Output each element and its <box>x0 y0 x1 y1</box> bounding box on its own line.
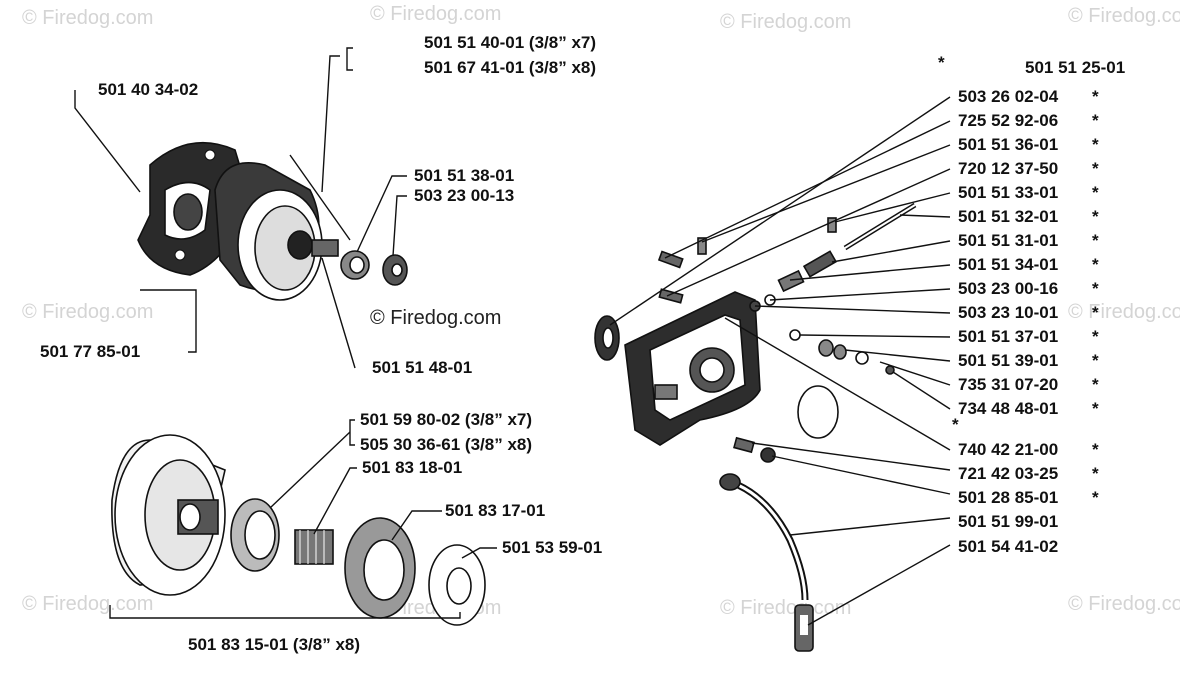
label-rim: 501 83 17-01 <box>445 501 545 520</box>
label-rim-sprocket-x8: 505 30 36-61 (3/8” x8) <box>360 435 532 454</box>
watermark: © Firedog.com <box>22 7 153 29</box>
label-rim-sprocket-x7: 501 59 80-02 (3/8” x7) <box>360 410 532 429</box>
pump-header-star: * <box>938 53 945 72</box>
pump-part-label: 501 51 33-01 <box>958 183 1058 202</box>
label-drum-complete: 501 83 15-01 (3/8” x8) <box>188 635 360 654</box>
label-washer: 503 23 00-13 <box>414 186 514 205</box>
pump-part-star: * <box>1092 255 1099 274</box>
pump-part-star: * <box>1092 111 1099 130</box>
oil-pump-illustration <box>594 202 917 652</box>
pump-part-label: 503 23 00-16 <box>958 279 1058 298</box>
pump-part-label: 740 42 21-00 <box>958 440 1058 459</box>
pump-part-star: * <box>1092 464 1099 483</box>
label-pump-complete: 501 51 25-01 <box>1025 58 1125 77</box>
label-clutch-cover: 501 51 48-01 <box>372 358 472 377</box>
label-drum-washer: 501 53 59-01 <box>502 538 602 557</box>
watermark: © Firedog.com <box>1068 593 1180 615</box>
pump-part-label: 735 31 07-20 <box>958 375 1058 394</box>
pump-part-label: 501 54 41-02 <box>958 537 1058 556</box>
pump-part-label: 725 52 92-06 <box>958 111 1058 130</box>
pump-part-label: 503 26 02-04 <box>958 87 1059 106</box>
label-clutch-drum-x8: 501 67 41-01 (3/8” x8) <box>424 58 596 77</box>
label-needle-bearing-drum: 501 83 18-01 <box>362 458 462 477</box>
pump-part-star: * <box>1092 375 1099 394</box>
watermark: © Firedog.com <box>720 11 851 33</box>
pump-part-label: 501 51 39-01 <box>958 351 1058 370</box>
pump-part-star: * <box>1092 303 1099 322</box>
watermark: © Firedog.com <box>1068 5 1180 27</box>
pump-part-label: 501 51 37-01 <box>958 327 1058 346</box>
pump-part-star: * <box>1092 87 1099 106</box>
drum-leader-lines <box>109 419 497 619</box>
pump-part-star: * <box>1092 351 1099 370</box>
pump-part-star: * <box>1092 207 1099 226</box>
label-clutch-shoe: 501 40 34-02 <box>98 80 198 99</box>
pump-part-label: 501 51 32-01 <box>958 207 1058 226</box>
pump-part-star: * <box>1092 183 1099 202</box>
clutch-assembly-illustration <box>137 142 408 301</box>
pump-part-star: * <box>1092 159 1099 178</box>
copyright-notice: © Firedog.com <box>370 307 501 329</box>
pump-leader-lines <box>609 96 951 626</box>
pump-part-label: 721 42 03-25 <box>958 464 1058 483</box>
pump-part-label: 720 12 37-50 <box>958 159 1058 178</box>
pump-part-label: 503 23 10-01 <box>958 303 1058 322</box>
pump-part-star: * <box>1092 399 1099 418</box>
pump-label-list: 503 26 02-04*725 52 92-06*501 51 36-01*7… <box>952 87 1099 556</box>
rim-drum-illustration <box>111 434 486 626</box>
pump-part-star: * <box>1092 327 1099 346</box>
pump-part-label: 501 28 85-01 <box>958 488 1058 507</box>
watermark: © Firedog.com <box>1068 301 1180 323</box>
pump-part-star: * <box>1092 231 1099 250</box>
label-clutch-drum-x7: 501 51 40-01 (3/8” x7) <box>424 33 596 52</box>
pump-part-label: 501 51 31-01 <box>958 231 1058 250</box>
pump-part-star: * <box>1092 135 1099 154</box>
watermark: © Firedog.com <box>22 593 153 615</box>
watermark: © Firedog.com <box>22 301 153 323</box>
pump-part-star: * <box>1092 279 1099 298</box>
pump-part-label: 501 51 99-01 <box>958 512 1058 531</box>
watermark: © Firedog.com <box>370 3 501 25</box>
pump-part-label: 734 48 48-01 <box>958 399 1058 418</box>
pump-part-star: * <box>952 415 959 434</box>
label-needle-bearing: 501 51 38-01 <box>414 166 514 185</box>
pump-part-star: * <box>1092 488 1099 507</box>
pump-part-label: 501 51 36-01 <box>958 135 1058 154</box>
clutch-leader-lines <box>74 47 407 369</box>
pump-part-star: * <box>1092 440 1099 459</box>
pump-part-label: 501 51 34-01 <box>958 255 1058 274</box>
label-clutch-complete: 501 77 85-01 <box>40 342 140 361</box>
watermark: © Firedog.com <box>720 597 851 619</box>
